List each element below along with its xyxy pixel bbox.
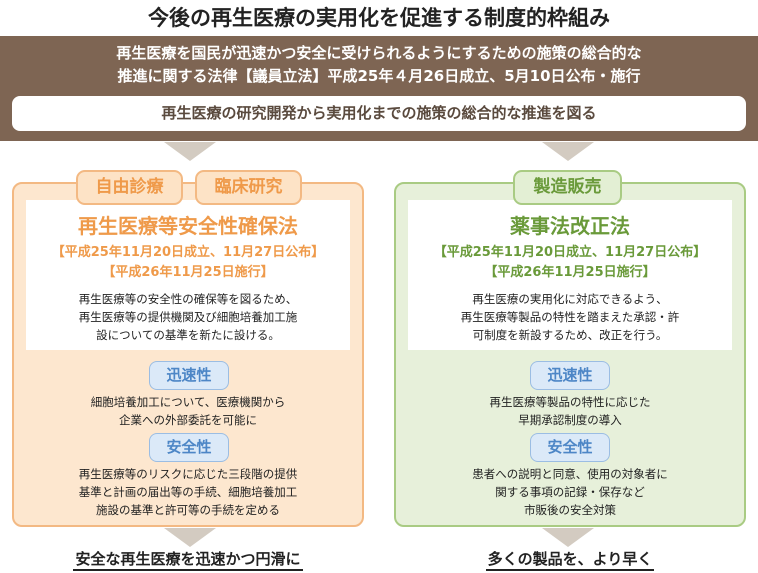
left-dates: 【平成25年11月20日成立、11月27日公布】 【平成26年11月25日施行】 [12, 243, 364, 283]
desc-line: 再生医療等の安全性の確保等を図るため、 [78, 292, 298, 306]
arrow-down-icon [542, 528, 594, 547]
right-description: 再生医療の実用化に対応できるよう、 再生医療等製品の特性を踏まえた承認・許 可制… [394, 290, 746, 344]
text-line: 患者への説明と同意、使用の対象者に [472, 467, 668, 481]
tab-free-medical-care: 自由診療 [76, 170, 183, 205]
tab-manufacturing-sales: 製造販売 [513, 170, 622, 205]
left-speed-badge: 迅速性 [149, 361, 229, 390]
left-date-line: 【平成25年11月20日成立、11月27日公布】 [51, 245, 325, 260]
text-line: 再生医療等のリスクに応じた三段階の提供 [78, 467, 298, 481]
text-line: 施設の基準と許可等の手続を定める [96, 503, 280, 517]
text-line: 早期承認制度の導入 [518, 413, 622, 427]
desc-line: 再生医療等の提供機関及び細胞培養加工施 [78, 310, 298, 324]
left-date-line: 【平成26年11月25日施行】 [102, 265, 274, 280]
right-dates: 【平成25年11月20日成立、11月27日公布】 【平成26年11月25日施行】 [394, 243, 746, 283]
desc-line: 設についての基準を新たに設ける。 [96, 328, 280, 342]
desc-line: 可制度を新設するため、改正を行う。 [472, 328, 668, 342]
law-header-line-2: 推進に関する法律【議員立法】平成25年４月26日成立、5月10日公布・施行 [117, 67, 641, 85]
right-safety-text: 患者への説明と同意、使用の対象者に 関する事項の記録・保存など 市販後の安全対策 [394, 465, 746, 519]
page-title: 今後の再生医療の実用化を促進する制度的枠組み [148, 6, 610, 30]
desc-line: 再生医療の実用化に対応できるよう、 [472, 292, 668, 306]
right-safety-badge: 安全性 [530, 433, 610, 462]
right-result: 多くの製品を、より早く [394, 548, 746, 571]
desc-line: 再生医療等製品の特性を踏まえた承認・許 [460, 310, 680, 324]
right-result-text: 多くの製品を、より早く [485, 550, 655, 571]
left-safety-badge: 安全性 [149, 433, 229, 462]
left-safety-text: 再生医療等のリスクに応じた三段階の提供 基準と計画の届出等の手続、細胞培養加工 … [12, 465, 364, 519]
text-line: 細胞培養加工について、医療機関から [90, 395, 286, 409]
left-description: 再生医療等の安全性の確保等を図るため、 再生医療等の提供機関及び細胞培養加工施 … [12, 290, 364, 344]
text-line: 市販後の安全対策 [524, 503, 616, 517]
right-speed-text: 再生医療等製品の特性に応じた 早期承認制度の導入 [394, 393, 746, 429]
right-speed-badge: 迅速性 [530, 361, 610, 390]
left-inner-box [26, 200, 350, 350]
arrow-down-icon [164, 142, 216, 161]
left-law-title: 再生医療等安全性確保法 [78, 214, 298, 238]
right-inner-box [408, 200, 732, 350]
text-line: 基準と計画の届出等の手続、細胞培養加工 [78, 485, 298, 499]
right-date-line: 【平成25年11月20日成立、11月27日公布】 [433, 245, 707, 260]
arrow-down-icon [542, 142, 594, 161]
left-result: 安全な再生医療を迅速かつ円滑に [12, 548, 364, 571]
summary-pill: 再生医療の研究開発から実用化までの施策の総合的な推進を図る [12, 96, 746, 131]
left-result-text: 安全な再生医療を迅速かつ円滑に [73, 550, 303, 571]
text-line: 企業への外部委託を可能に [119, 413, 257, 427]
arrow-down-icon [164, 528, 216, 547]
law-header-line-1: 再生医療を国民が迅速かつ安全に受けられるようにするための施策の総合的な [116, 44, 642, 62]
text-line: 関する事項の記録・保存など [495, 485, 645, 499]
tab-clinical-research: 臨床研究 [195, 170, 302, 205]
left-speed-text: 細胞培養加工について、医療機関から 企業への外部委託を可能に [12, 393, 364, 429]
law-header-text: 再生医療を国民が迅速かつ安全に受けられるようにするための施策の総合的な 推進に関… [0, 42, 758, 88]
right-law-title: 薬事法改正法 [510, 214, 630, 238]
text-line: 再生医療等製品の特性に応じた [489, 395, 651, 409]
right-date-line: 【平成26年11月25日施行】 [484, 265, 656, 280]
